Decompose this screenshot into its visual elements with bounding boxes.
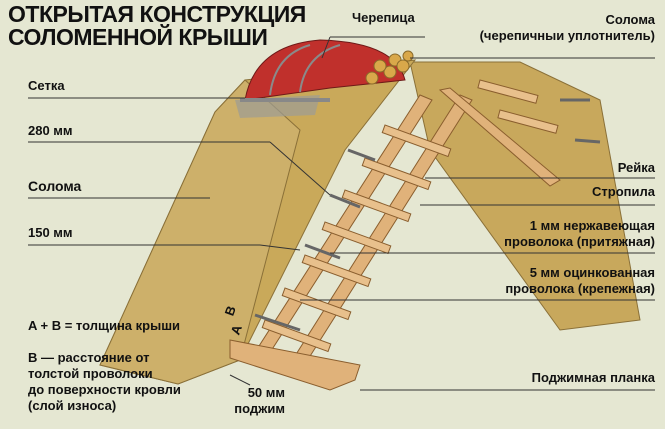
wire-5mm-line-1: 5 мм оцинкованная <box>529 265 655 280</box>
title-line-2: СОЛОМЕННОЙ КРЫШИ <box>8 24 268 50</box>
label-press: 50 мм поджим <box>230 385 285 417</box>
label-mesh: Сетка <box>28 78 65 93</box>
label-batten: Рейка <box>617 160 655 175</box>
straw-bundles <box>365 50 414 85</box>
battens <box>261 79 559 353</box>
leader-lines <box>28 36 655 391</box>
label-b-definition: B — расстояние от толстой проволоки до п… <box>28 350 181 414</box>
label-straw-top: Солома (черепичныи уплотнитель) <box>480 12 655 44</box>
label-straw: Солома <box>28 178 82 194</box>
label-press-board: Поджимная планка <box>531 370 655 385</box>
label-formula: A + B = толщина крыши <box>28 318 181 333</box>
label-wire-1mm: 1 мм нержавеющая проволока (притяжная) <box>504 218 655 250</box>
b-def-line-3: до поверхности кровли <box>28 382 181 397</box>
title-line-1: ОТКРЫТАЯ КОНСТРУКЦИЯ <box>8 1 306 27</box>
b-def-line-1: B — расстояние от <box>28 350 150 365</box>
page-title: ОТКРЫТАЯ КОНСТРУКЦИЯ СОЛОМЕННОЙ КРЫШИ <box>8 3 306 49</box>
b-def-line-2: толстой проволоки <box>28 366 153 381</box>
straw-top-subtitle: (черепичныи уплотнитель) <box>479 28 655 43</box>
wire-5mm-line-2: проволока (крепежная) <box>505 281 655 296</box>
label-rafters: Стропила <box>592 184 655 199</box>
wire-1mm-line-2: проволока (притяжная) <box>504 234 655 249</box>
b-def-line-4: (слой износа) <box>28 398 117 413</box>
wire-1mm-line-1: 1 мм нержавеющая <box>529 218 655 233</box>
press-text: поджим <box>234 401 285 416</box>
label-wire-5mm: 5 мм оцинкованная проволока (крепежная) <box>505 265 655 297</box>
wires <box>254 98 601 332</box>
press-mm: 50 мм <box>247 385 285 400</box>
straw-top-title: Солома <box>605 12 655 27</box>
label-tile: Черепица <box>352 10 415 25</box>
label-280mm: 280 мм <box>28 123 73 138</box>
label-150mm: 150 мм <box>28 225 73 240</box>
